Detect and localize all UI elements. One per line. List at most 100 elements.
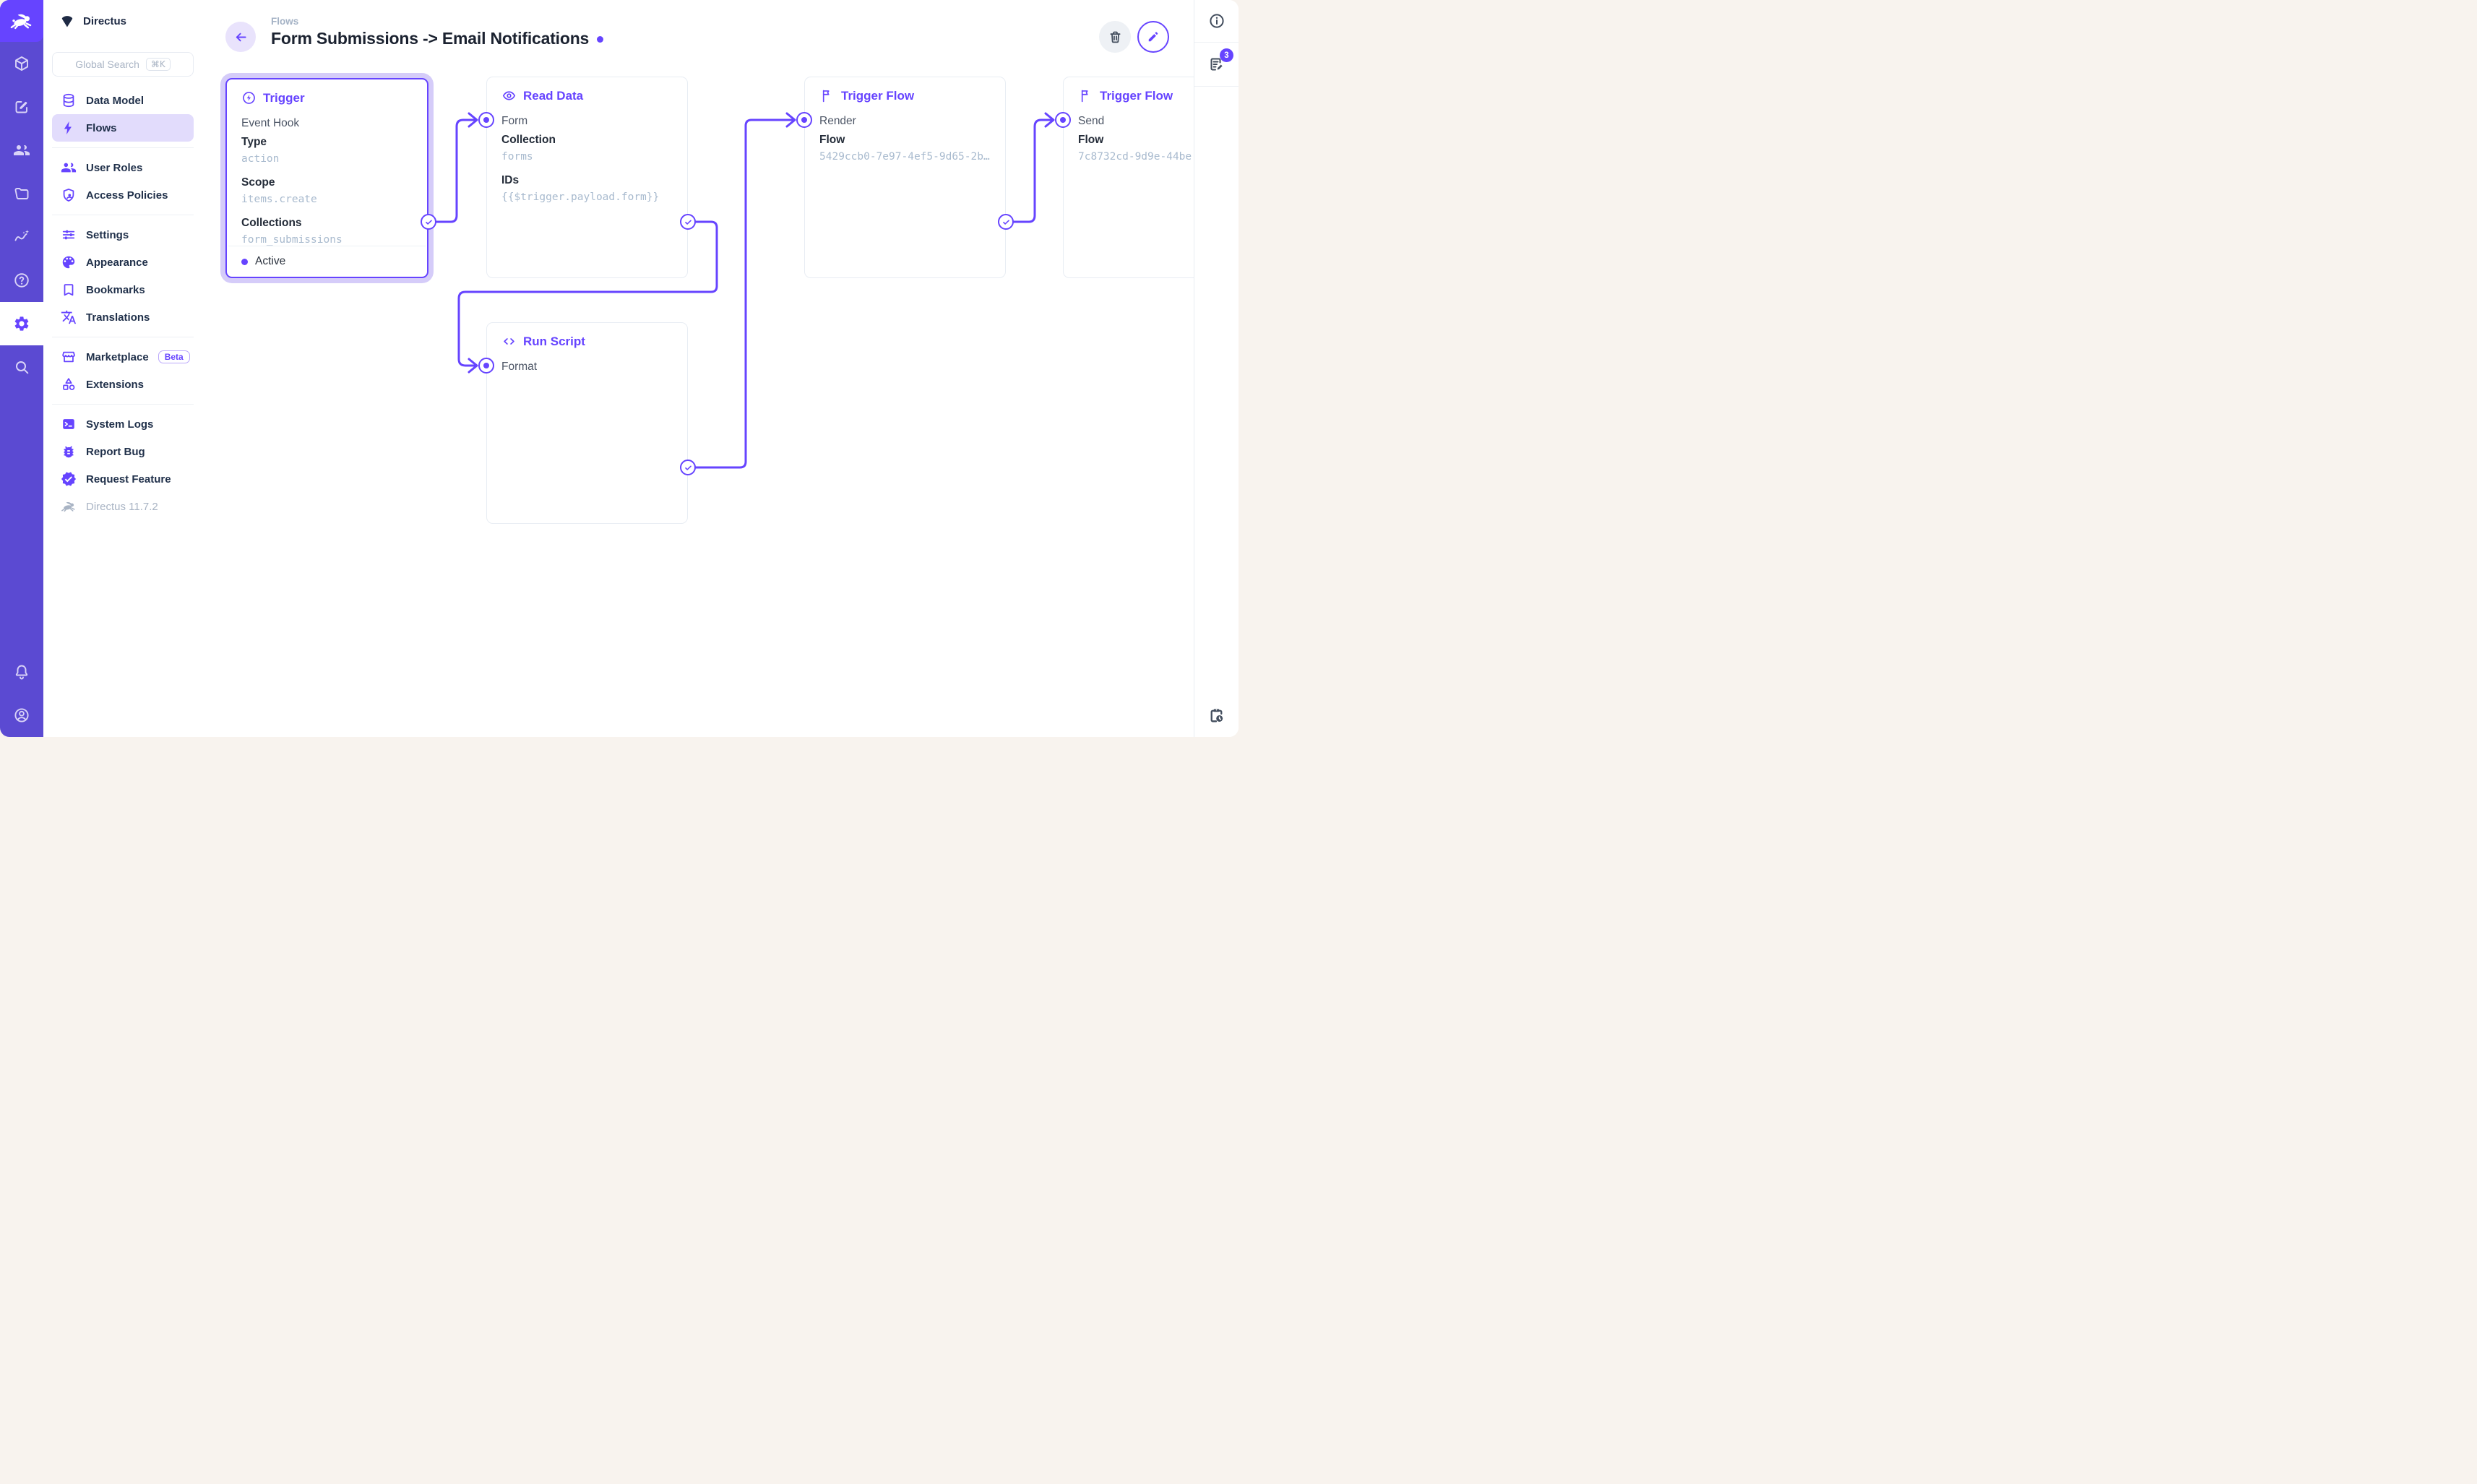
sidebar-item-report-bug[interactable]: Report Bug (52, 438, 194, 465)
breadcrumb[interactable]: Flows (271, 16, 299, 27)
edit-flow-button[interactable] (1137, 21, 1169, 53)
module-search[interactable] (0, 345, 43, 389)
module-editor[interactable] (0, 85, 43, 129)
notices-button[interactable]: 3 (1194, 43, 1238, 86)
field-label: Type (241, 136, 267, 148)
flow-connection-lines (435, 112, 1055, 469)
beta-badge: Beta (158, 350, 190, 363)
bug-icon (61, 444, 77, 460)
node-run-script[interactable]: Run Script Format (486, 322, 688, 524)
module-settings[interactable] (0, 302, 43, 345)
node-trigger-flow-send[interactable]: Trigger Flow Send Flow 7c8732cd-9d9e-44b… (1063, 77, 1194, 278)
node-trigger[interactable]: Trigger Event Hook Type action Scope ite… (225, 78, 428, 278)
nav-list: Data Model Flows User Roles Access Polic… (43, 87, 202, 520)
node-title: Trigger Flow (1100, 88, 1173, 103)
node-subtitle: Event Hook (241, 117, 300, 129)
edge-run-script-to-trigger-flow-render (694, 118, 795, 469)
node-read-data[interactable]: Read Data Form Collection forms IDs {{$t… (486, 77, 688, 278)
sidebar-divider (1194, 86, 1238, 87)
trash-icon (1110, 31, 1120, 43)
module-files[interactable] (0, 172, 43, 215)
version-label-row: Directus 11.7.2 (52, 493, 194, 520)
sidebar-item-label: System Logs (86, 418, 154, 431)
flow-canvas[interactable]: Flows Form Submissions -> Email Notifica… (202, 0, 1194, 737)
sidebar-item-bookmarks[interactable]: Bookmarks (52, 276, 194, 303)
clipboard-clock-icon (1210, 708, 1223, 722)
node-trigger-flow-render[interactable]: Trigger Flow Render Flow 5429ccb0-7e97-4… (804, 77, 1006, 278)
connector-in-trigger-flow-render[interactable] (796, 112, 812, 128)
flag-icon (822, 90, 830, 103)
pencil-icon (1148, 32, 1158, 42)
folder-icon (14, 188, 29, 199)
field-value: forms (501, 151, 533, 163)
sidebar-item-label: Data Model (86, 94, 145, 107)
delete-flow-button[interactable] (1099, 21, 1131, 53)
node-title: Trigger Flow (841, 88, 915, 103)
sidebar-item-settings[interactable]: Settings (52, 221, 194, 249)
field-value: items.create (241, 194, 317, 205)
sidebar-item-label: Appearance (86, 256, 148, 269)
notifications-button[interactable] (0, 650, 43, 694)
category-icon (61, 376, 77, 392)
status-dot (241, 258, 248, 265)
check-icon (684, 220, 692, 225)
info-icon (1209, 14, 1224, 28)
project-header[interactable]: Directus (43, 0, 202, 42)
directus-rabbit-gray-icon (61, 499, 77, 514)
field-value: 5429ccb0-7e97-4ef5-9d65-2b… (819, 151, 990, 163)
sidebar-item-system-logs[interactable]: System Logs (52, 410, 194, 438)
module-content[interactable] (0, 42, 43, 85)
notices-icon (1210, 58, 1223, 71)
project-logo-tile[interactable] (0, 0, 43, 42)
sidebar-item-label: Report Bug (86, 445, 145, 458)
field-label: Collection (501, 134, 556, 146)
sidebar-item-appearance[interactable]: Appearance (52, 249, 194, 276)
node-key: Format (501, 361, 538, 373)
account-button[interactable] (0, 694, 43, 737)
edge-trigger-to-read-data (435, 118, 477, 223)
sidebar-item-user-roles[interactable]: User Roles (52, 154, 194, 181)
page-title: Form Submissions -> Email Notifications (271, 29, 604, 48)
bell-icon (15, 665, 28, 680)
flow-runs-button[interactable] (1194, 694, 1238, 737)
field-label: Flow (1078, 134, 1104, 146)
tune-icon (61, 227, 77, 243)
sidebar-item-request-feature[interactable]: Request Feature (52, 465, 194, 493)
connector-in-read-data[interactable] (478, 112, 494, 128)
info-button[interactable] (1194, 0, 1238, 42)
sidebar-item-translations[interactable]: Translations (52, 303, 194, 331)
check-icon (425, 220, 432, 225)
field-label: Scope (241, 176, 275, 189)
edge-read-data-to-run-script (457, 220, 718, 367)
module-insights[interactable] (0, 215, 43, 259)
edge-arrowhead (1044, 112, 1055, 128)
connector-out-read-data[interactable] (680, 214, 696, 230)
sidebar-item-flows[interactable]: Flows (52, 114, 194, 142)
translate-icon (61, 309, 77, 325)
connector-in-trigger-flow-send[interactable] (1055, 112, 1071, 128)
module-docs[interactable] (0, 259, 43, 302)
sidebar-item-marketplace[interactable]: Marketplace Beta (52, 343, 194, 371)
connector-out-trigger-flow-render[interactable] (998, 214, 1014, 230)
node-header: Run Script (501, 334, 673, 349)
connector-out-run-script[interactable] (680, 460, 696, 475)
global-search-input[interactable]: Global Search ⌘K (52, 52, 194, 77)
module-users[interactable] (0, 129, 43, 172)
sidebar-item-extensions[interactable]: Extensions (52, 371, 194, 398)
sidebar-item-label: Flows (86, 121, 117, 134)
settings-gear-icon (14, 316, 29, 331)
node-title: Read Data (523, 88, 584, 103)
sidebar-divider (1194, 42, 1238, 43)
nav-divider (52, 404, 194, 405)
storefront-icon (61, 349, 77, 365)
back-button[interactable] (225, 22, 256, 52)
palette-icon (61, 254, 77, 270)
field-value: action (241, 153, 280, 165)
connector-out-trigger[interactable] (421, 214, 436, 230)
connector-in-run-script[interactable] (478, 358, 494, 374)
right-sidebar: 3 (1194, 0, 1238, 737)
check-icon (1002, 220, 1009, 225)
sidebar-item-access-policies[interactable]: Access Policies (52, 181, 194, 209)
bolt-circle-icon (243, 92, 255, 104)
sidebar-item-data-model[interactable]: Data Model (52, 87, 194, 114)
